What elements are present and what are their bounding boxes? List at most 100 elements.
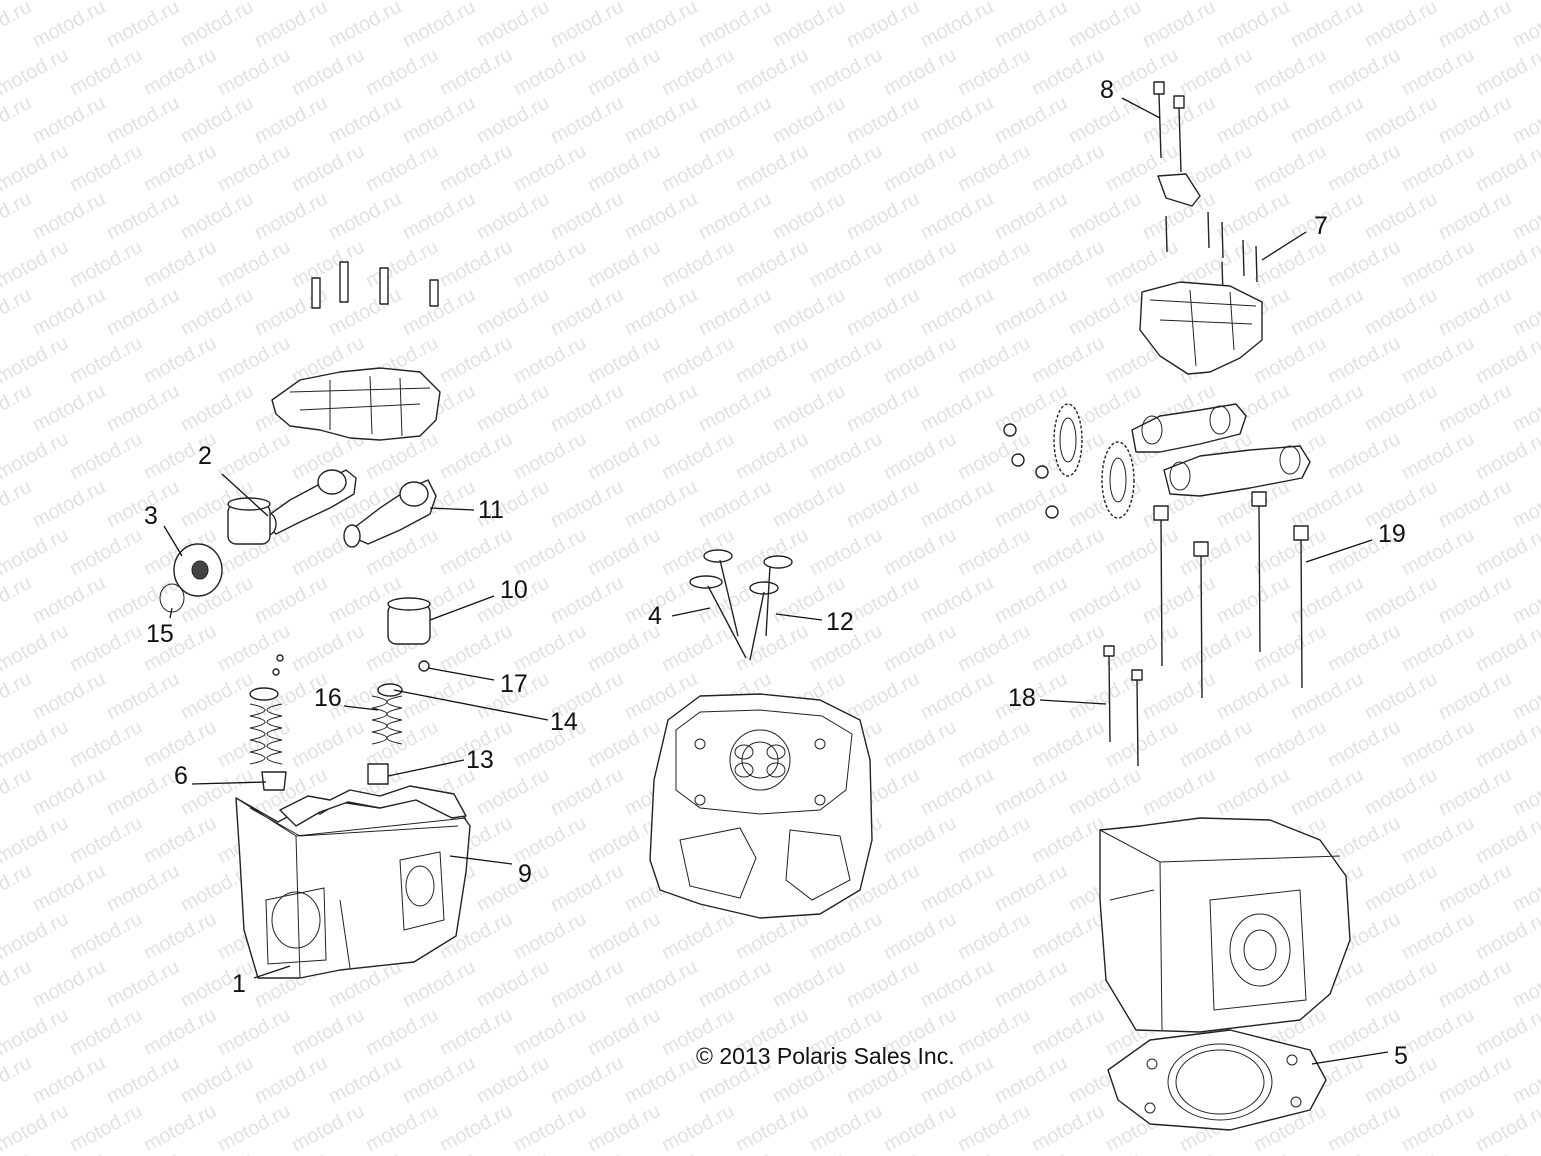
watermark-text: motod.ru	[991, 1052, 1071, 1108]
watermark-text: motod.ru	[917, 0, 997, 52]
watermark-text: motod.ru	[288, 236, 368, 292]
watermark-text: motod.ru	[1509, 764, 1541, 820]
watermark-text: motod.ru	[29, 1148, 109, 1156]
valve-tappet-10	[387, 597, 431, 645]
watermark-text: motod.ru	[1361, 92, 1441, 148]
watermark-text: motod.ru	[0, 764, 35, 820]
watermark-text: motod.ru	[473, 860, 553, 916]
watermark-text: motod.ru	[917, 188, 997, 244]
watermark-text: motod.ru	[806, 908, 886, 964]
watermark-text: motod.ru	[29, 92, 109, 148]
camshaft-right-upper	[1131, 403, 1247, 453]
watermark-text: motod.ru	[1472, 44, 1541, 100]
watermark-text: motod.ru	[658, 236, 738, 292]
watermark-text: motod.ru	[991, 0, 1071, 52]
watermark-text: motod.ru	[0, 44, 72, 100]
watermark-text: motod.ru	[66, 716, 146, 772]
watermark-text: motod.ru	[103, 1052, 183, 1108]
watermark-text: motod.ru	[917, 668, 997, 724]
watermark-text: motod.ru	[1213, 764, 1293, 820]
intake-valve-4	[689, 549, 747, 659]
head-gasket-ring	[279, 785, 467, 827]
watermark-text: motod.ru	[0, 860, 35, 916]
callout-10: 10	[500, 576, 528, 604]
watermark-text: motod.ru	[1361, 764, 1441, 820]
watermark-text: motod.ru	[954, 620, 1034, 676]
watermark-text: motod.ru	[1509, 1148, 1541, 1156]
watermark-text: motod.ru	[547, 284, 627, 340]
watermark-text: motod.ru	[658, 332, 738, 388]
watermark-text: motod.ru	[510, 1004, 590, 1060]
watermark-text: motod.ru	[1250, 524, 1330, 580]
watermark-text: motod.ru	[954, 140, 1034, 196]
watermark-text: motod.ru	[584, 428, 664, 484]
watermark-text: motod.ru	[66, 44, 146, 100]
watermark-text: motod.ru	[547, 860, 627, 916]
watermark-text: motod.ru	[732, 524, 812, 580]
watermark-text: motod.ru	[1398, 236, 1478, 292]
callout-18: 18	[1008, 684, 1036, 712]
watermark-text: motod.ru	[1398, 0, 1478, 4]
watermark-text: motod.ru	[954, 1004, 1034, 1060]
watermark-text: motod.ru	[954, 332, 1034, 388]
watermark-text: motod.ru	[1435, 572, 1515, 628]
watermark-text: motod.ru	[547, 188, 627, 244]
watermark-text: motod.ru	[695, 92, 775, 148]
callout-9: 9	[518, 860, 532, 888]
watermark-text: motod.ru	[473, 0, 553, 52]
watermark-text: motod.ru	[140, 44, 220, 100]
watermark-text: motod.ru	[917, 860, 997, 916]
watermark-text: motod.ru	[1250, 236, 1330, 292]
copyright-text: © 2013 Polaris Sales Inc.	[696, 1043, 955, 1069]
watermark-text: motod.ru	[1102, 44, 1182, 100]
cam-sprocket-3	[173, 543, 223, 597]
watermark-text: motod.ru	[140, 1100, 220, 1156]
watermark-text: motod.ru	[1287, 0, 1367, 52]
watermark-text: motod.ru	[177, 1148, 257, 1156]
watermark-text: motod.ru	[1398, 1100, 1478, 1156]
watermark-text: motod.ru	[732, 140, 812, 196]
watermark-text: motod.ru	[1028, 0, 1108, 4]
watermark-text: motod.ru	[880, 908, 960, 964]
watermark-text: motod.ru	[66, 1004, 146, 1060]
watermark-text: motod.ru	[917, 572, 997, 628]
watermark-text: motod.ru	[251, 188, 331, 244]
watermark-text: motod.ru	[140, 1004, 220, 1060]
watermark-text: motod.ru	[1139, 0, 1219, 52]
watermark-text: motod.ru	[1176, 0, 1256, 4]
watermark-text: motod.ru	[510, 620, 590, 676]
watermark-text: motod.ru	[1213, 92, 1293, 148]
valve-spring-16	[371, 695, 403, 745]
watermark-text: motod.ru	[436, 236, 516, 292]
watermark-text: motod.ru	[1028, 716, 1108, 772]
watermark-text: motod.ru	[917, 764, 997, 820]
camshaft-11	[343, 479, 437, 548]
watermark-text: motod.ru	[177, 380, 257, 436]
watermark-text: motod.ru	[473, 1052, 553, 1108]
valve-spring-left	[249, 703, 283, 765]
watermark-text: motod.ru	[1435, 860, 1515, 916]
watermark-text: motod.ru	[66, 1100, 146, 1156]
watermark-text: motod.ru	[843, 380, 923, 436]
watermark-text: motod.ru	[510, 140, 590, 196]
watermark-text: motod.ru	[362, 0, 442, 4]
watermark-text: motod.ru	[140, 0, 220, 4]
callout-3: 3	[144, 502, 158, 530]
watermark-text: motod.ru	[436, 332, 516, 388]
watermark-text: motod.ru	[658, 140, 738, 196]
watermark-text: motod.ru	[288, 1004, 368, 1060]
watermark-text: motod.ru	[66, 908, 146, 964]
watermark-text: motod.ru	[1509, 668, 1541, 724]
valve-keeper-17	[418, 660, 430, 672]
watermark-text: motod.ru	[436, 140, 516, 196]
watermark-text: motod.ru	[103, 1148, 183, 1156]
watermark-text: motod.ru	[769, 1148, 849, 1156]
watermark-text: motod.ru	[1139, 764, 1219, 820]
watermark-text: motod.ru	[695, 1148, 775, 1156]
watermark-text: motod.ru	[658, 908, 738, 964]
watermark-text: motod.ru	[214, 1004, 294, 1060]
watermark-text: motod.ru	[1361, 860, 1441, 916]
watermark-text: motod.ru	[806, 332, 886, 388]
watermark-text: motod.ru	[0, 812, 72, 868]
callout-19: 19	[1378, 520, 1406, 548]
